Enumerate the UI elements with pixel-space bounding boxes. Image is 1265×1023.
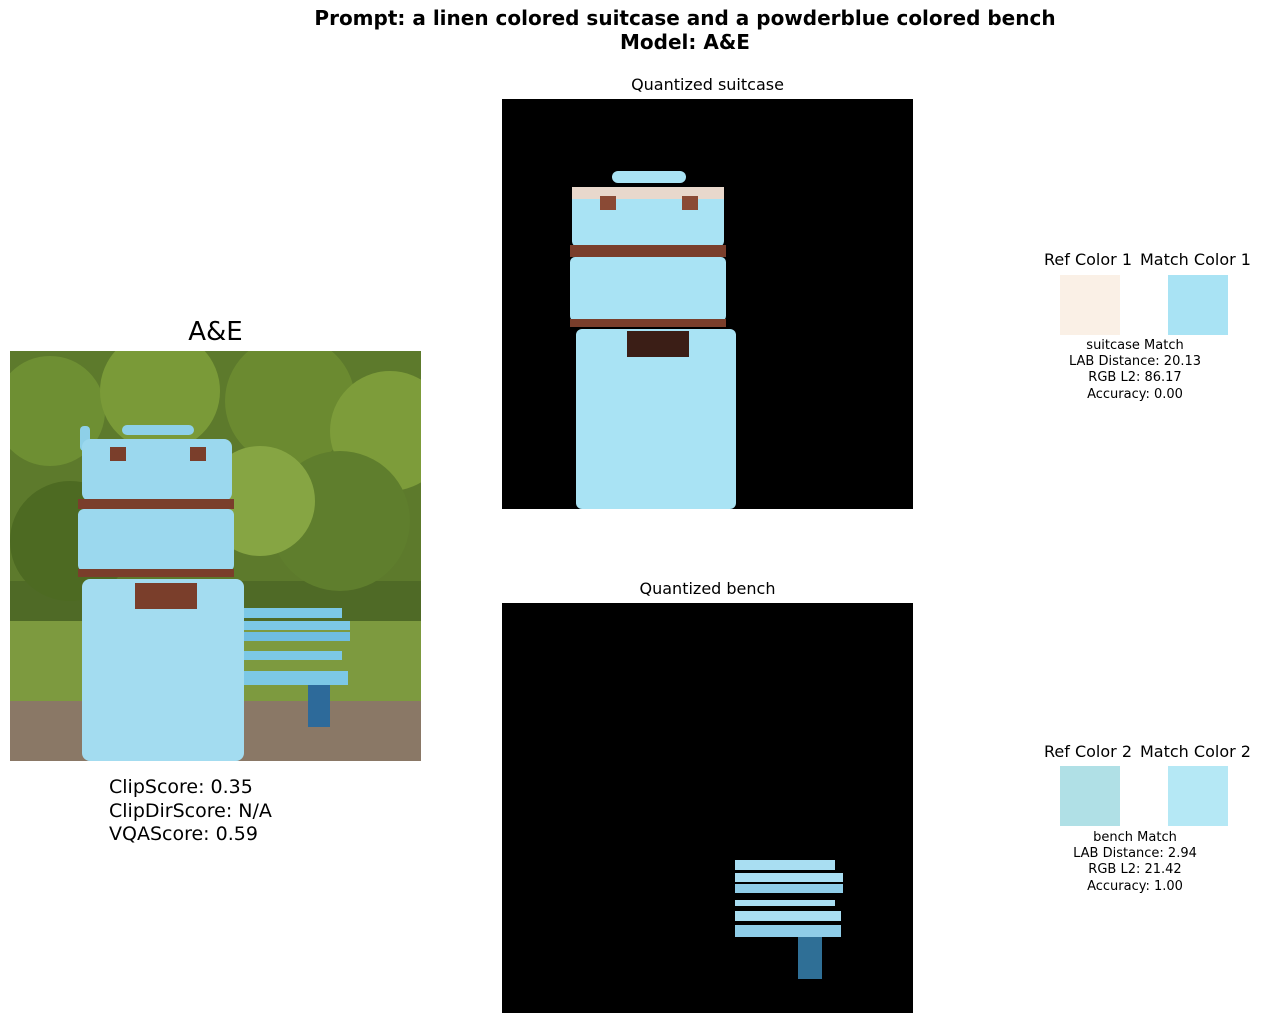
generated-image-graphic [10,351,421,761]
model-line: Model: A&E [620,30,750,54]
quantized-bench-title: Quantized bench [639,579,776,598]
suitcase-rgb-l2: RGB L2: 86.17 [1088,370,1182,386]
figure-title: Prompt: a linen colored suitcase and a p… [0,6,1265,54]
quantized-suitcase-title: Quantized suitcase [631,75,784,94]
suitcase-match-stats: suitcase Match LAB Distance: 20.13 RGB L… [1025,338,1245,403]
bench-accuracy: Accuracy: 1.00 [1087,878,1183,894]
bench-rgb-l2: RGB L2: 21.42 [1088,862,1182,878]
metrics-block: ClipScore: 0.35 ClipDirScore: N/A VQASco… [109,776,272,847]
match-color-2-swatch [1168,766,1228,826]
suitcase-match-name: suitcase Match [1086,338,1184,353]
bench-match-name: bench Match [1093,830,1177,845]
bench-lab-distance: LAB Distance: 2.94 [1073,846,1197,862]
suitcase-lab-distance: LAB Distance: 20.13 [1068,354,1202,370]
ref-color-1-swatch [1060,275,1120,335]
bench-match-stats: bench Match LAB Distance: 2.94 RGB L2: 2… [1025,830,1245,895]
generated-image [10,351,421,761]
quantized-bench-panel [502,603,913,1013]
metric-clipdirscore: ClipDirScore: N/A [109,799,272,822]
suitcase-accuracy: Accuracy: 0.00 [1087,386,1183,402]
ref-color-2-swatch [1060,766,1120,826]
quantized-bench-graphic [502,603,913,1013]
match-color-2-title: Match Color 2 [1140,742,1251,761]
quantized-suitcase-graphic [502,99,913,509]
prompt-line: Prompt: a linen colored suitcase and a p… [314,6,1056,30]
quantized-suitcase-panel [502,99,913,509]
match-color-1-swatch [1168,275,1228,335]
ref-color-2-title: Ref Color 2 [1044,742,1132,761]
metric-clipscore: ClipScore: 0.35 [109,776,253,798]
metric-vqascore: VQAScore: 0.59 [109,823,258,845]
ref-color-1-title: Ref Color 1 [1044,250,1132,269]
match-color-1-title: Match Color 1 [1140,250,1251,269]
generated-image-title: A&E [188,317,243,347]
